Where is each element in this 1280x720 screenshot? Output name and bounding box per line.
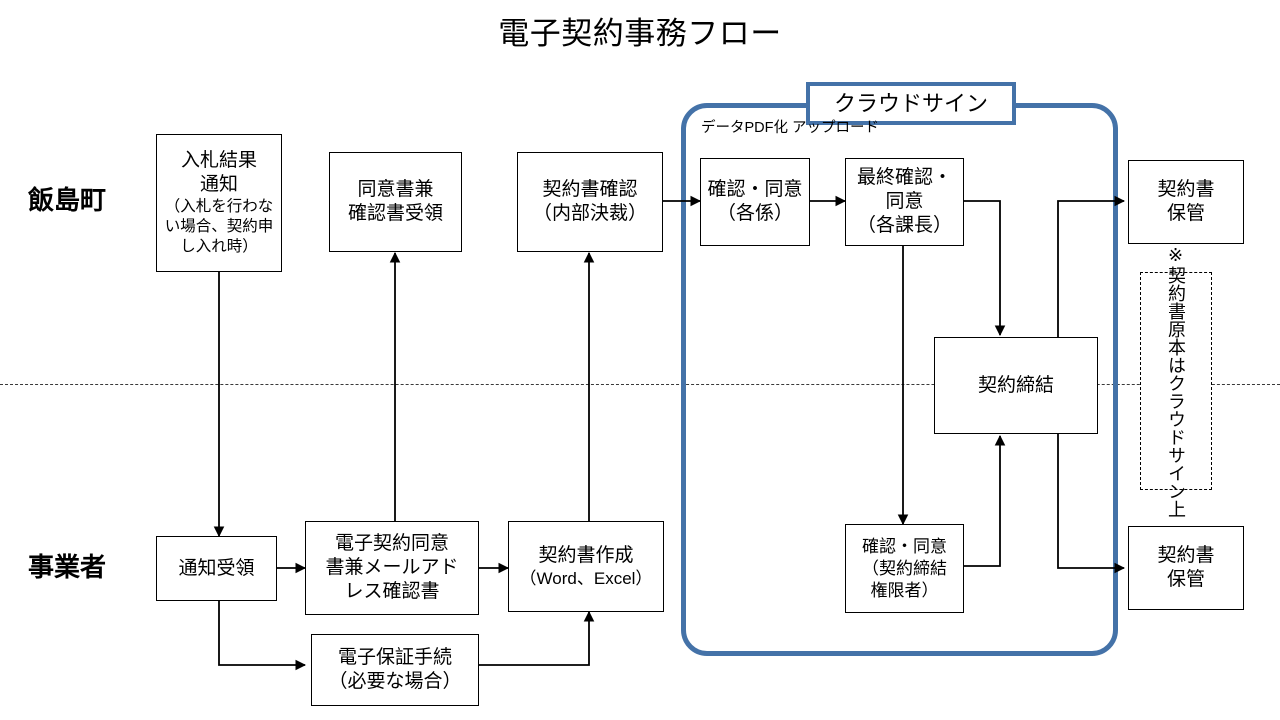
box-bid-result-line3: （入札を行わな [164, 198, 274, 215]
box-final-confirm-agree-line2: 同意 [885, 191, 924, 212]
box-storage-town-line2: 保管 [1166, 203, 1205, 224]
box-contract-check[interactable]: 契約書確認 （内部決裁） [517, 152, 663, 252]
lane-label-town: 飯島町 [28, 185, 107, 215]
box-econtract-consent[interactable]: 電子契約同意 書兼メールアド レス確認書 [305, 521, 479, 615]
box-confirm-agree-authority-line2: （契約締結 [862, 558, 947, 578]
box-eguarantee[interactable]: 電子保証手続 （必要な場合） [311, 634, 479, 706]
box-storage-town[interactable]: 契約書 保管 [1128, 160, 1244, 244]
box-final-confirm-agree-line1: 最終確認・ [856, 167, 952, 188]
box-final-confirm-agree-line3: （各課長） [856, 215, 952, 236]
box-contract-create[interactable]: 契約書作成 （Word、Excel） [508, 521, 664, 612]
box-consent-receipt-line1: 同意書兼 [357, 179, 434, 200]
box-confirm-agree-authority-line3: 権限者） [870, 580, 939, 600]
edge-eguarantee-to-contract-create [479, 610, 595, 666]
box-eguarantee-line2: （必要な場合） [328, 671, 462, 692]
box-storage-vendor-line2: 保管 [1166, 569, 1205, 590]
box-contract-conclusion-line1: 契約締結 [977, 374, 1054, 396]
box-storage-vendor-line1: 契約書 [1157, 545, 1215, 566]
box-bid-result-line2: 通知 [199, 174, 238, 195]
box-econtract-consent-line3: レス確認書 [344, 581, 440, 602]
box-notice-receipt-line1: 通知受領 [178, 557, 255, 579]
box-storage-vendor[interactable]: 契約書 保管 [1128, 526, 1244, 610]
box-consent-receipt-line2: 確認書受領 [347, 203, 443, 224]
annotation-pdf-upload-line2: アップロード [792, 120, 880, 136]
box-confirm-agree-section-line2: （各係） [716, 203, 793, 224]
box-eguarantee-line1: 電子保証手続 [337, 647, 452, 668]
box-confirm-agree-authority[interactable]: 確認・同意 （契約締結 権限者） [845, 524, 964, 613]
lane-label-vendor: 事業者 [28, 552, 107, 582]
edge-notice-receipt-to-eguarantee [218, 601, 307, 671]
box-contract-check-line1: 契約書確認 [542, 179, 638, 200]
box-econtract-consent-line2: 書兼メールアド [325, 557, 459, 578]
box-bid-result-line1: 入札結果 [180, 150, 257, 171]
cloudsign-group-label: クラウドサイン [806, 82, 1016, 125]
box-bid-result[interactable]: 入札結果 通知 （入札を行わな い場合、契約申 し入れ時） [156, 134, 282, 272]
box-contract-conclusion[interactable]: 契約締結 [934, 337, 1098, 434]
box-confirm-agree-section[interactable]: 確認・同意 （各係） [700, 158, 810, 246]
lane-divider [0, 384, 1280, 385]
box-notice-receipt[interactable]: 通知受領 [156, 536, 277, 601]
box-contract-check-line2: （内部決裁） [532, 203, 647, 224]
box-confirm-agree-authority-line1: 確認・同意 [862, 536, 947, 556]
box-bid-result-line5: し入れ時） [180, 238, 258, 255]
box-final-confirm-agree[interactable]: 最終確認・ 同意 （各課長） [845, 158, 964, 246]
annotation-pdf-upload: データPDF化 アップロード [701, 119, 879, 137]
note-contract-original: ※契約書原本はクラウドサイン上 [1140, 245, 1212, 518]
box-bid-result-line4: い場合、契約申 [164, 218, 274, 235]
annotation-pdf-upload-line1: データPDF化 [701, 120, 788, 136]
box-econtract-consent-line1: 電子契約同意 [334, 533, 449, 554]
box-contract-create-line2: （Word、Excel） [519, 568, 653, 588]
box-contract-create-line1: 契約書作成 [538, 544, 634, 566]
page-title: 電子契約事務フロー [498, 16, 782, 51]
box-confirm-agree-section-line1: 確認・同意 [707, 179, 803, 200]
box-storage-town-line1: 契約書 [1157, 179, 1215, 200]
box-consent-receipt[interactable]: 同意書兼 確認書受領 [329, 152, 462, 252]
